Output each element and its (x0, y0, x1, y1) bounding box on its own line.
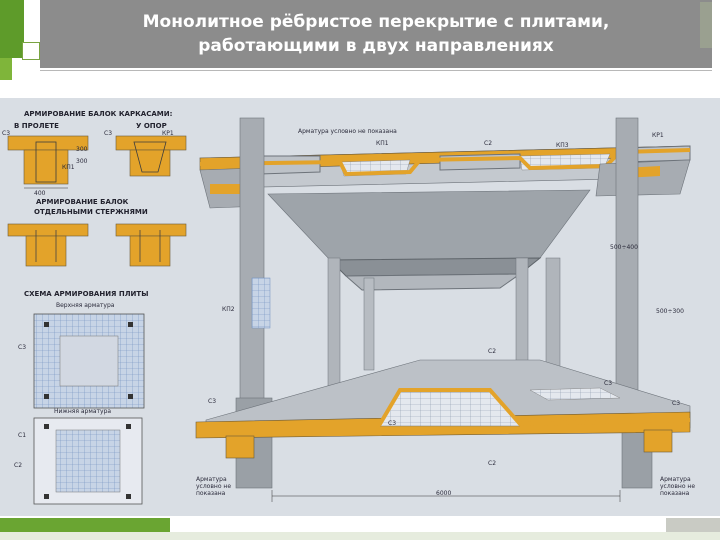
label-c1: С1 (18, 432, 27, 439)
footer-strip (0, 532, 720, 540)
label-c2-bottom: С2 (488, 460, 497, 467)
in-span-label: В ПРОЛЕТЕ (14, 122, 59, 130)
title-bar: Монолитное рёбристое перекрытие с плитам… (40, 0, 712, 68)
separate-bars-heading-2: ОТДЕЛЬНЫМИ СТЕРЖНЯМИ (34, 208, 148, 216)
beam-section-bars-1 (7, 223, 89, 267)
upper-reinforcement-label: Верхняя арматура (56, 302, 115, 309)
title-line-1: Монолитное рёбристое перекрытие с плитам… (142, 12, 610, 32)
dim-500-400: 500÷400 (610, 244, 638, 251)
slide-title: Монолитное рёбристое перекрытие с плитам… (96, 10, 656, 58)
dim-500-300: 500÷300 (656, 308, 684, 315)
dim-300-top: 300 (76, 146, 88, 153)
label-kp1-right: КР1 (652, 132, 664, 139)
columns (235, 117, 653, 489)
green-side-block (0, 58, 12, 80)
label-kp2: КП2 (222, 306, 235, 313)
label-kp3: КП3 (556, 142, 569, 149)
label-c3-support: С3 (104, 130, 113, 137)
label-c2-mid: С2 (488, 348, 497, 355)
label-c3-lower-left: С3 (208, 398, 217, 405)
rebar-note-bottom-right: Арматура условно не показана (660, 476, 696, 497)
label-c3-lower-mid: С3 (388, 420, 397, 427)
dim-300-side: 300 (76, 158, 88, 165)
label-kp1: КР1 (162, 130, 174, 137)
decor-strip-right (700, 2, 712, 48)
slab-upper-reinforcement (33, 313, 145, 409)
rebar-note-bottom-left: Арматура условно не показана (196, 476, 232, 497)
construction-drawing: АРМИРОВАНИЕ БАЛОК КАРКАСАМИ: В ПРОЛЕТЕ У… (0, 98, 720, 516)
separate-bars-heading-1: АРМИРОВАНИЕ БАЛОК (36, 198, 129, 206)
label-kp1-top: КП1 (376, 140, 389, 147)
rebar-note-top: Арматура условно не показана (298, 128, 397, 135)
dim-400: 400 (34, 190, 46, 197)
decor-square (22, 42, 40, 60)
at-support-label: У ОПОР (136, 122, 167, 130)
label-c2-top: С2 (484, 140, 493, 147)
label-c3-right: С3 (604, 380, 613, 387)
slab-diagram-svg (7, 117, 691, 505)
title-underline (40, 70, 712, 71)
beam-section-bars-2 (115, 223, 187, 267)
slab-lower-reinforcement (33, 417, 143, 505)
green-corner-block (0, 0, 24, 58)
lower-slab (195, 359, 691, 502)
beam-reinforcement-heading: АРМИРОВАНИЕ БАЛОК КАРКАСАМИ: (24, 110, 173, 118)
slab-scheme-heading: СХЕМА АРМИРОВАНИЯ ПЛИТЫ (24, 290, 149, 298)
footer-grey-block (666, 518, 720, 532)
label-kp1-beam: КП1 (62, 164, 75, 171)
footer-green-block (0, 518, 170, 532)
title-line-2: работающими в двух направлениях (198, 36, 554, 56)
label-c3-upper: С3 (18, 344, 27, 351)
beam-section-support (115, 135, 187, 177)
label-c3-lower-right: С3 (672, 400, 681, 407)
label-c2-lower: С2 (14, 462, 23, 469)
beam-section-span (7, 135, 89, 189)
lower-reinforcement-label: Нижняя арматура (54, 408, 112, 415)
label-c3-left: С3 (2, 130, 11, 137)
dim-6000: 6000 (436, 490, 452, 497)
